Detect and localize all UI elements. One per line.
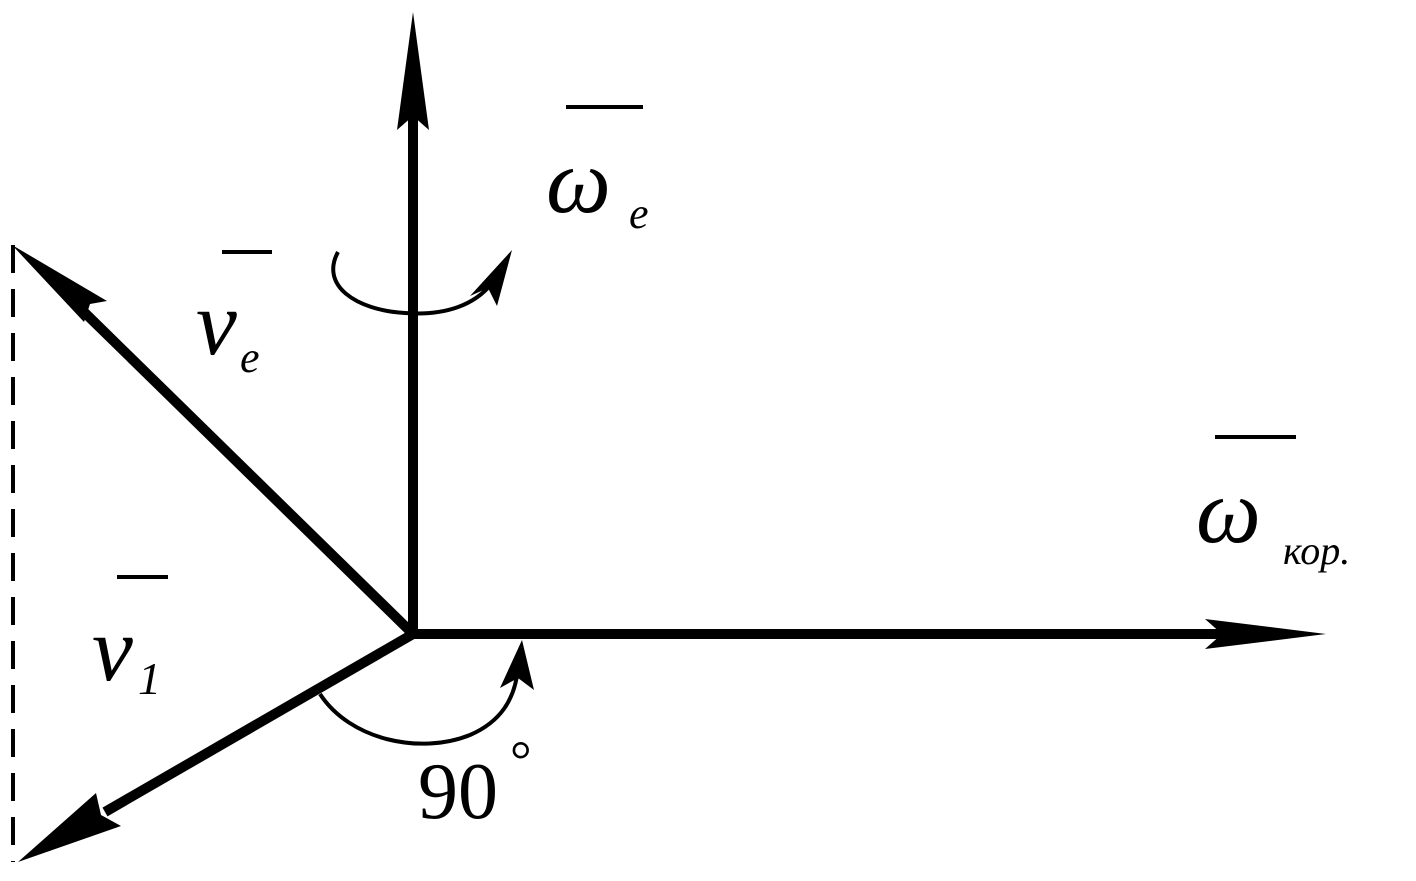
- degree-symbol: °: [510, 730, 532, 790]
- omega-kor-subscript: кор.: [1283, 528, 1350, 573]
- angle-label: 90 °: [418, 730, 532, 836]
- v-1-subscript: 1: [138, 653, 161, 704]
- v-e-subscript: e: [240, 333, 260, 382]
- omega-kor-vector: [409, 619, 1326, 649]
- angle-value: 90: [418, 748, 498, 836]
- omega-symbol: ω: [1196, 460, 1261, 562]
- angle-arc: [318, 640, 534, 746]
- v-e-label: v e: [196, 250, 272, 382]
- omega-e-label: ω e: [546, 105, 649, 238]
- v-e-vector: [12, 245, 417, 638]
- v-symbol: v: [196, 272, 237, 374]
- omega-e-vector: [397, 12, 429, 634]
- omega-e-subscript: e: [629, 189, 649, 238]
- omega-kor-label: ω кор.: [1196, 435, 1350, 573]
- v-1-vector: [18, 629, 416, 862]
- v-symbol: v: [92, 598, 133, 700]
- omega-symbol: ω: [546, 130, 611, 232]
- v-1-label: v 1: [92, 575, 168, 704]
- rotation-arrow: [331, 250, 512, 316]
